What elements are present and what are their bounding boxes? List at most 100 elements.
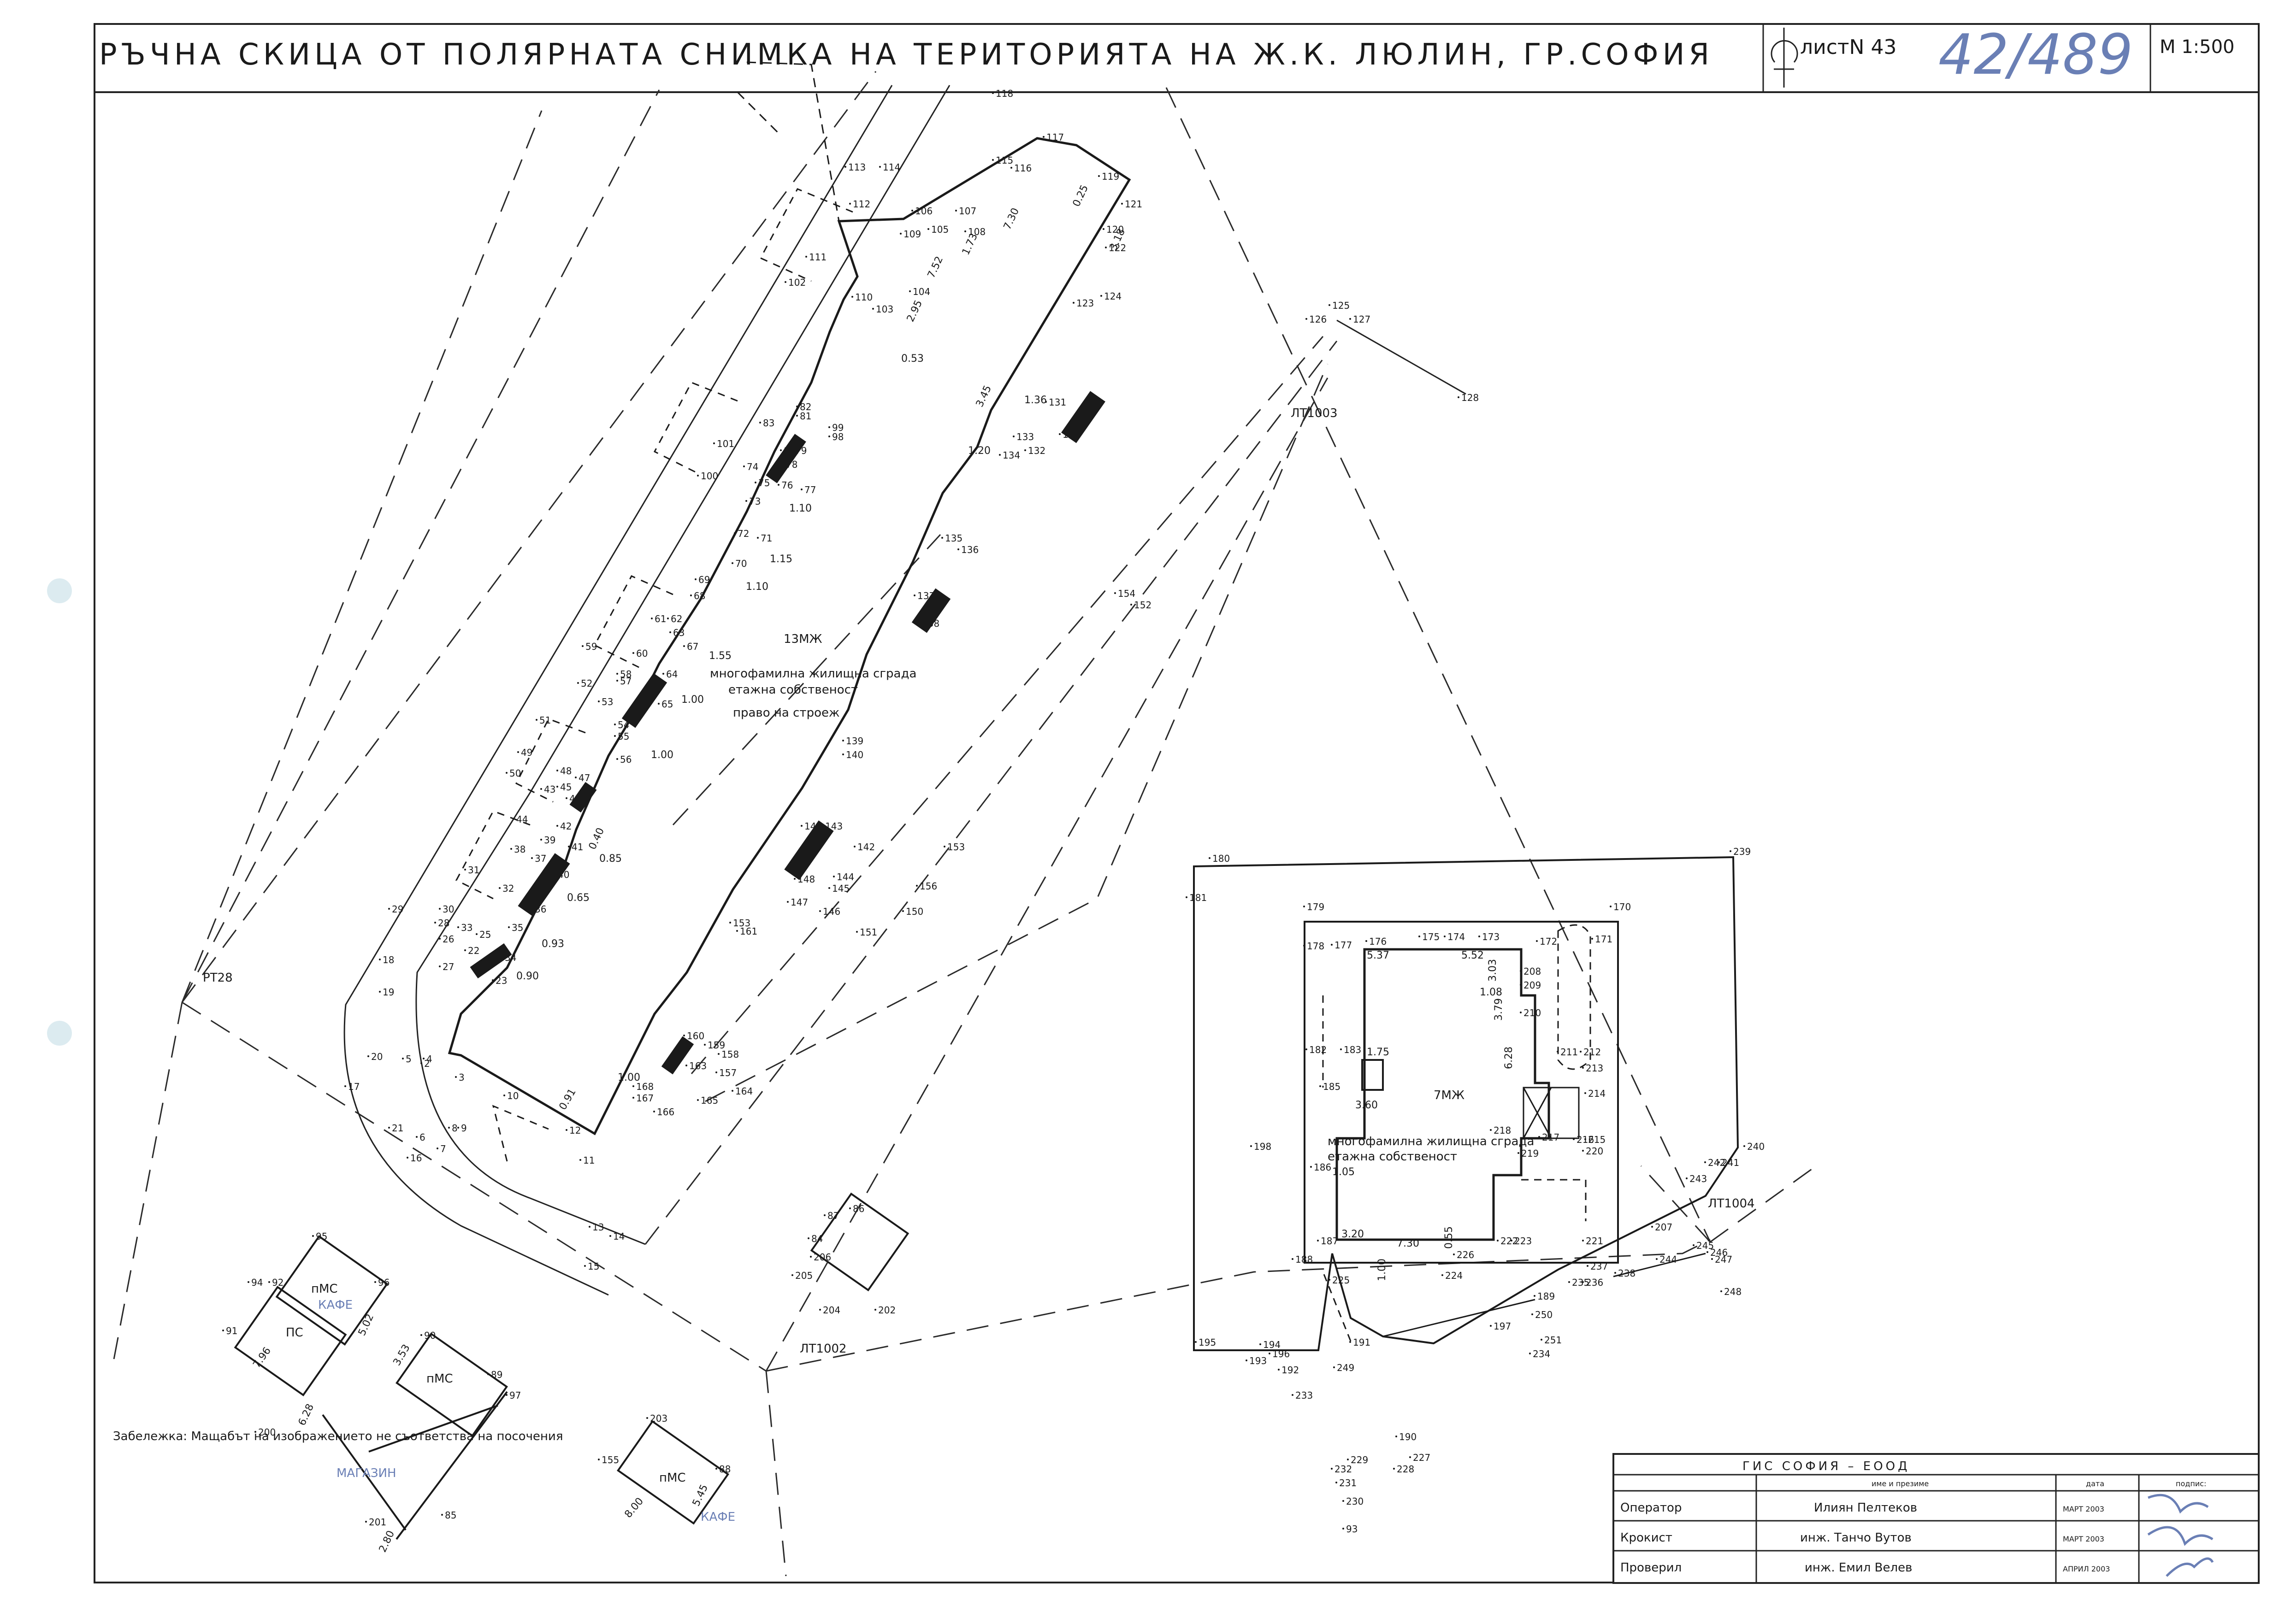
survey-point-marker	[503, 1094, 505, 1096]
survey-point-marker	[1195, 1341, 1197, 1343]
survey-point-label: 226	[1457, 1249, 1474, 1260]
survey-point-label: 181	[1189, 892, 1207, 903]
survey-point-marker	[824, 1214, 826, 1216]
survey-point-label: 17	[348, 1081, 360, 1092]
survey-point-marker	[1490, 1129, 1492, 1131]
survey-point-marker	[1105, 247, 1107, 248]
survey-point-marker	[851, 296, 853, 298]
survey-point-label: 94	[251, 1277, 263, 1288]
survey-point-marker	[1490, 1325, 1492, 1327]
survey-point-label: 18	[383, 954, 394, 965]
survey-point-marker	[1444, 936, 1446, 937]
survey-point-marker	[796, 415, 798, 417]
survey-point-label: 134	[1003, 450, 1020, 461]
survey-point-label: 198	[1254, 1141, 1271, 1152]
survey-point-label: 137	[917, 590, 935, 601]
survey-point-label: 33	[461, 922, 472, 933]
survey-point-label: 62	[671, 613, 682, 624]
survey-point-label: 45	[560, 782, 572, 793]
survey-point-label: 67	[687, 641, 698, 652]
survey-point-marker	[801, 488, 803, 490]
survey-point-marker	[801, 825, 803, 827]
survey-point-marker	[1730, 850, 1731, 852]
survey-point-marker	[1342, 1528, 1344, 1530]
survey-point-label: 27	[443, 961, 454, 972]
survey-point-marker	[1453, 1253, 1455, 1255]
survey-point-marker	[957, 548, 959, 550]
survey-point-label: 225	[1332, 1275, 1350, 1286]
tb-date-3: АПРИЛ 2003	[2063, 1565, 2110, 1573]
control-point-rt28: РТ28	[203, 971, 233, 985]
survey-point-label: 26	[443, 934, 454, 945]
survey-point-label: 159	[708, 1040, 725, 1051]
sheet-frame	[94, 23, 2260, 1583]
survey-point-marker	[439, 908, 441, 910]
survey-point-marker	[842, 740, 844, 741]
dimension-label: 1.75	[1367, 1047, 1389, 1058]
survey-point-marker	[964, 230, 966, 232]
survey-point-marker	[632, 1085, 634, 1087]
survey-point-marker	[856, 931, 858, 933]
survey-point-marker	[1711, 1258, 1713, 1260]
survey-point-marker	[344, 1085, 346, 1087]
survey-point-marker	[1587, 1265, 1588, 1267]
survey-point-marker	[1531, 1313, 1533, 1315]
dimension-label: 0.85	[599, 853, 622, 865]
dimension-label: 2.95	[905, 299, 925, 324]
dimension-label: 6.28	[1503, 1047, 1515, 1069]
survey-point-marker	[1584, 1138, 1586, 1140]
survey-point-marker	[506, 772, 508, 774]
survey-point-label: 204	[823, 1305, 840, 1316]
survey-point-label: 4	[426, 1053, 432, 1065]
survey-point-label: 183	[1344, 1044, 1361, 1055]
building-7mzh-dashed	[1322, 995, 1587, 1342]
tb-date-1: МАРТ 2003	[2063, 1505, 2104, 1513]
survey-point-label: 5	[406, 1053, 412, 1065]
survey-point-marker	[718, 1053, 720, 1055]
dimension-label: 1.55	[709, 650, 732, 662]
survey-point-label: 188	[1295, 1254, 1313, 1265]
survey-point-label: 43	[544, 784, 555, 795]
survey-point-marker	[312, 1235, 314, 1237]
dimension-label: 1.36	[1024, 394, 1047, 406]
survey-point-marker	[833, 876, 835, 877]
survey-point-label: 113	[848, 162, 866, 173]
survey-point-label: 193	[1249, 1355, 1267, 1366]
survey-point-label: 92	[272, 1277, 283, 1288]
survey-point-marker	[1582, 1067, 1584, 1069]
survey-point-marker	[1395, 1436, 1397, 1437]
survey-point-marker	[222, 1330, 224, 1331]
survey-point-label: 30	[443, 904, 454, 915]
survey-point-marker	[616, 758, 618, 760]
survey-point-label: 208	[1523, 966, 1541, 977]
survey-point-marker	[819, 1309, 821, 1311]
survey-point-marker	[1529, 1353, 1531, 1354]
survey-point-marker	[1743, 1145, 1745, 1147]
survey-point-marker	[540, 839, 542, 841]
survey-point-label: 32	[502, 883, 514, 894]
survey-point-marker	[614, 735, 616, 737]
survey-point-label: 207	[1655, 1222, 1672, 1233]
kiosk-1-note: КАФЕ	[318, 1298, 353, 1312]
survey-point-label: 2	[424, 1058, 430, 1069]
survey-point-label: 221	[1586, 1236, 1603, 1247]
dimension-label: 7.52	[926, 255, 945, 280]
survey-point-marker	[1292, 1394, 1293, 1396]
survey-point-label: 165	[701, 1095, 718, 1106]
survey-point-label: 13	[592, 1222, 604, 1233]
survey-point-label: 81	[800, 411, 811, 422]
survey-point-marker	[1536, 940, 1538, 942]
survey-point-label: 215	[1588, 1134, 1606, 1145]
survey-point-marker	[736, 930, 738, 932]
survey-point-marker	[420, 1062, 422, 1064]
kiosk-3-note: КАФЕ	[701, 1510, 735, 1524]
survey-point-marker	[808, 1237, 809, 1239]
survey-point-label: 219	[1521, 1148, 1539, 1159]
survey-point-label: 153	[733, 918, 750, 929]
survey-point-label: 170	[1613, 901, 1631, 912]
dimension-label: 1.15	[770, 553, 792, 565]
survey-point-label: 187	[1321, 1236, 1338, 1247]
dimension-label: 3.03	[1487, 959, 1499, 982]
survey-point-label: 118	[996, 88, 1013, 99]
survey-point-marker	[704, 1044, 706, 1046]
